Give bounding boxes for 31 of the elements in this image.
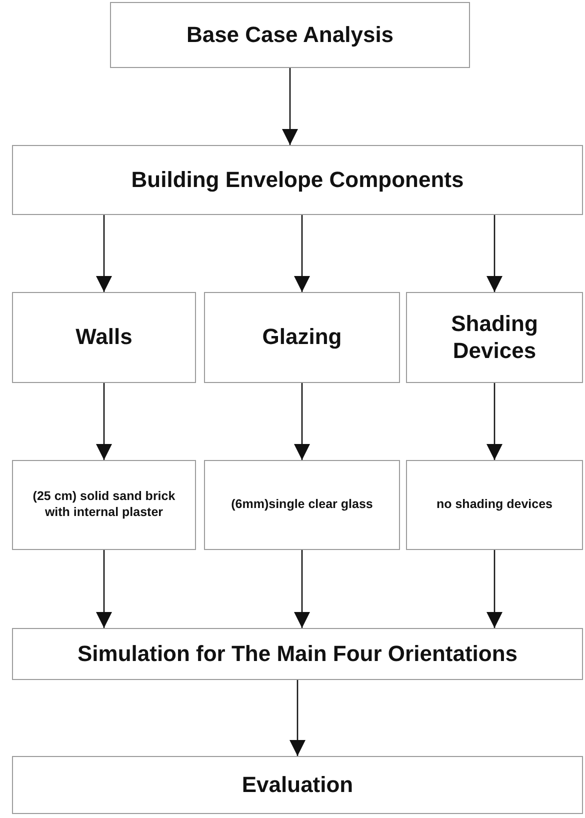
arrow: [96, 383, 112, 460]
process-box: [12, 145, 583, 215]
box-label: Shading Devices: [450, 311, 539, 364]
arrow: [96, 550, 112, 628]
arrow: [486, 550, 502, 628]
box-label: Evaluation: [242, 772, 354, 798]
box-label: Building Envelope Components: [131, 166, 464, 194]
box-label: (25 cm) solid sand brick with internal plaster: [32, 489, 176, 521]
process-box: [12, 292, 196, 383]
process-box: [204, 292, 400, 383]
process-box: [204, 460, 400, 550]
process-box: [406, 292, 583, 383]
arrow: [96, 215, 112, 292]
arrow: [294, 215, 310, 292]
process-box: [12, 628, 583, 680]
arrow: [294, 550, 310, 628]
process-box: [12, 460, 196, 550]
process-box: [406, 460, 583, 550]
box-label: Simulation for The Main Four Orientations: [77, 640, 518, 668]
arrow: [282, 68, 298, 145]
process-box: [110, 2, 470, 68]
arrow: [486, 215, 502, 292]
box-label: (6mm)single clear glass: [231, 497, 373, 513]
arrow: [486, 383, 502, 460]
arrow: [294, 383, 310, 460]
box-label: Base Case Analysis: [186, 22, 394, 48]
process-box: [12, 756, 583, 814]
arrow: [290, 680, 306, 756]
box-label: Glazing: [262, 324, 342, 351]
box-label: no shading devices: [436, 497, 552, 513]
box-label: Walls: [76, 324, 132, 351]
